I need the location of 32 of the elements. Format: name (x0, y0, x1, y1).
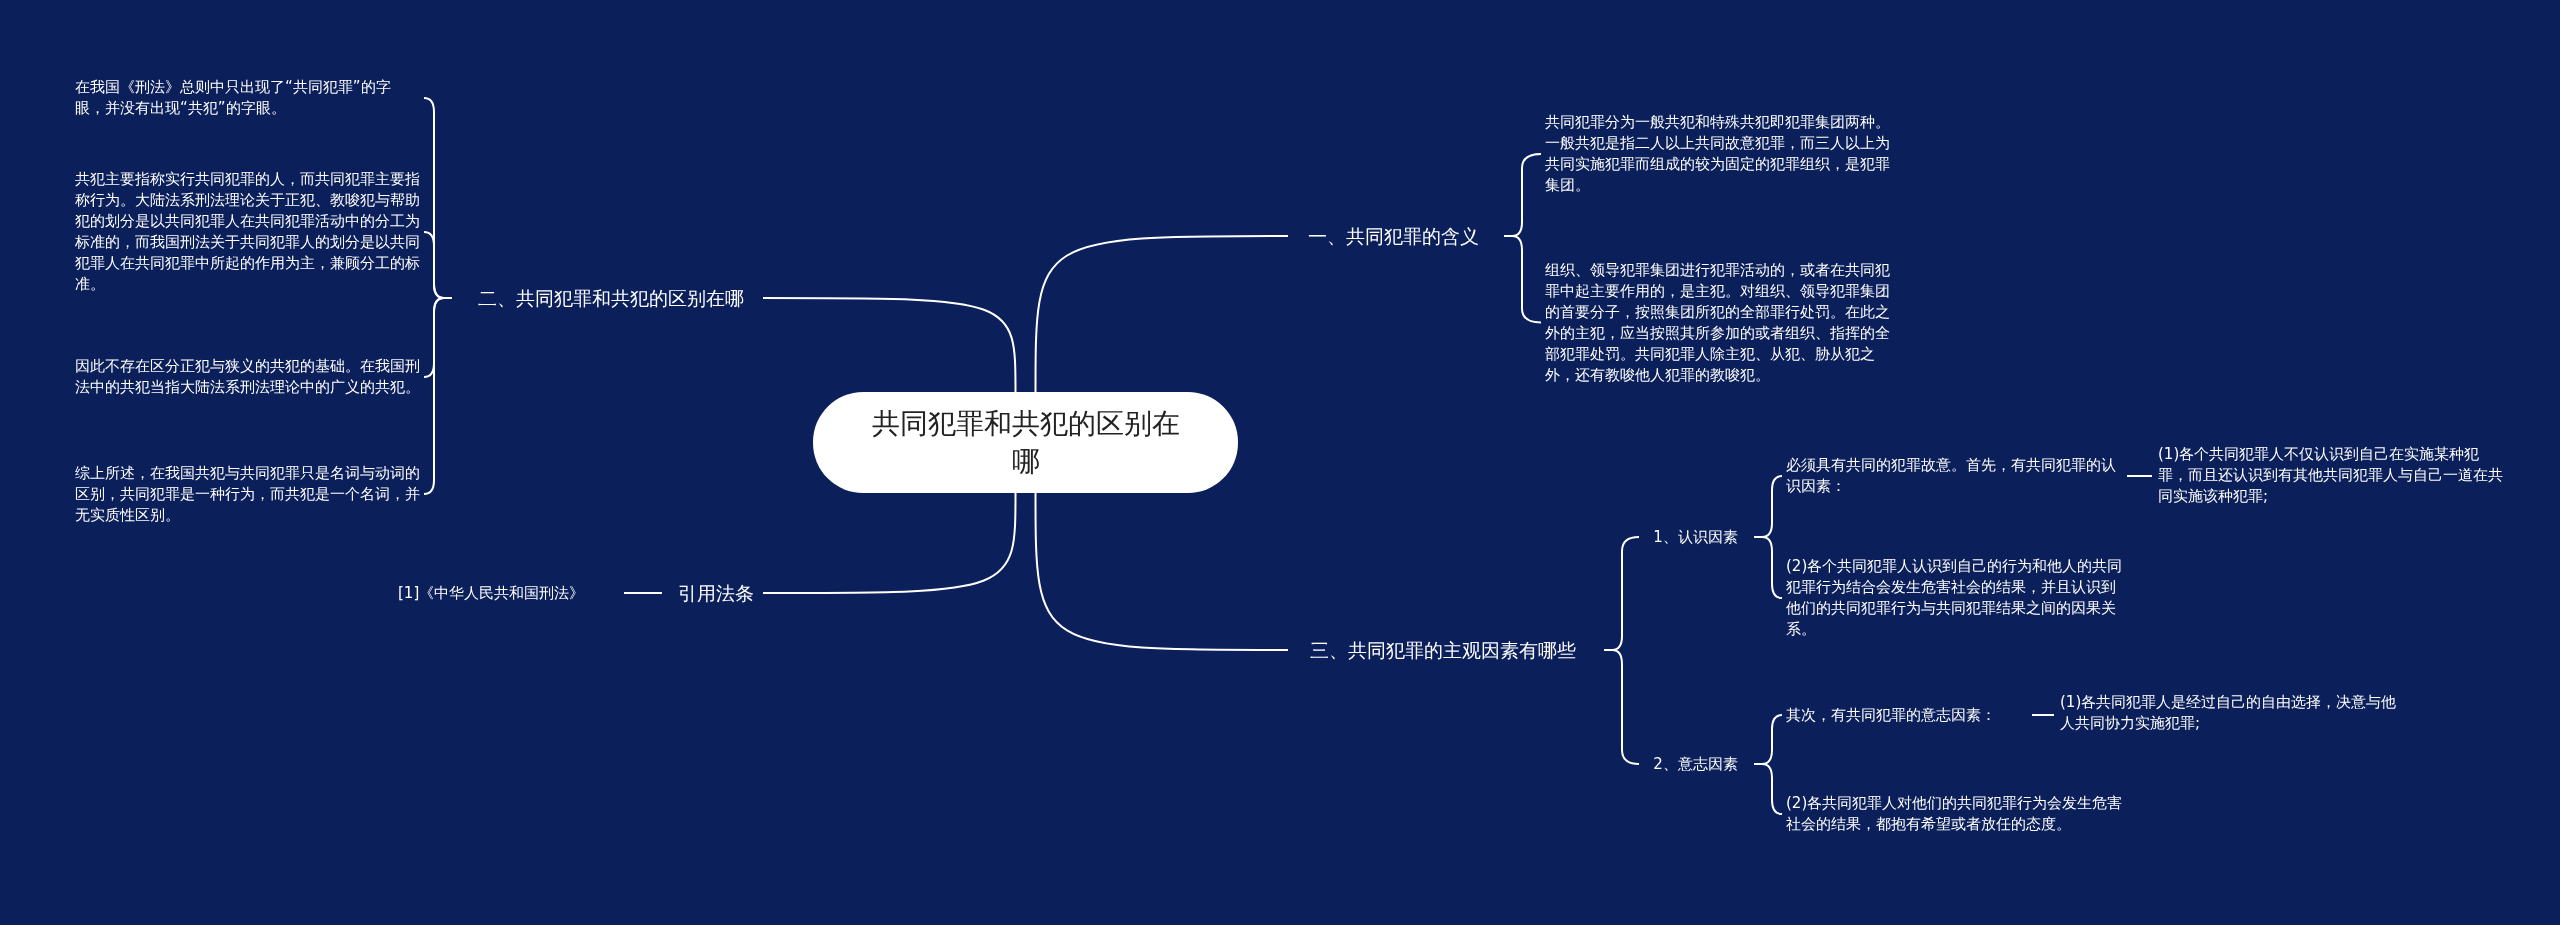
topic-note: 必须具有共同的犯罪故意。首先，有共同犯罪的认识因素： (1786, 452, 2121, 500)
connector-line (623, 592, 663, 594)
branch-topic: 一、共同犯罪的含义 (1288, 218, 1498, 254)
connector-line (1603, 649, 1640, 765)
connector-line (423, 297, 453, 495)
topic-note: (1)各共同犯罪人是经过自己的自由选择，决意与他人共同协力实施犯罪; (2060, 688, 2400, 738)
connector-line (1034, 235, 1289, 393)
connector-line (2126, 475, 2153, 477)
topic-note: 共犯主要指称实行共同犯罪的人，而共同犯罪主要指称行为。大陆法系刑法理论关于正犯、教唆犯与帮助犯的划分是以共同犯罪人在共同犯罪活动中的分工为标准的，而我国刑法关于共同犯罪人的划分是以共同犯罪人在共同犯罪中所起的作用为主，兼顾分工的标准。 (75, 166, 420, 298)
connector-line (1753, 536, 1783, 599)
branch-topic: 引用法条 (668, 575, 763, 611)
topic-note: 共同犯罪分为一般共犯和特殊共犯即犯罪集团两种。一般共犯是指二人以上共同故意犯罪，而三人以上为共同实施犯罪而组成的较为固定的犯罪组织，是犯罪集团。 (1545, 108, 1890, 200)
connector-line (762, 492, 1017, 594)
topic-note: (1)各个共同犯罪人不仅认识到自己在实施某种犯罪，而且还认识到有其他共同犯罪人与自己一道在共同实施该种犯罪; (2158, 440, 2503, 510)
connector-line (1503, 235, 1542, 324)
topic-note: 组织、领导犯罪集团进行犯罪活动的，或者在共同犯罪中起主要作用的，是主犯。对组织、领导犯罪集团的首要分子，按照集团所犯的全部罪行处罚。在此之外的主犯，应当按照其所参加的或者组织、指挥的全部犯罪处罚。共同犯罪人除主犯、从犯、胁从犯之外，还有教唆他人犯罪的教唆犯。 (1545, 245, 1890, 400)
topic-note: [1]《中华人民共和国刑法》 (398, 579, 618, 607)
branch-topic: 三、共同犯罪的主观因素有哪些 (1288, 632, 1598, 668)
topic-note: 在我国《刑法》总则中只出现了“共同犯罪”的字眼，并没有出现“共犯”的字眼。 (75, 75, 420, 121)
connector-line (762, 297, 1017, 393)
subtopic: 2、意志因素 (1643, 749, 1748, 779)
topic-note: 因此不存在区分正犯与狭义的共犯的基础。在我国刑法中的共犯当指大陆法系刑法理论中的广义的共犯。 (75, 343, 420, 411)
connector-line (1034, 492, 1289, 651)
connector-line (2031, 714, 2055, 716)
central-topic: 共同犯罪和共犯的区别在哪 (813, 392, 1238, 493)
subtopic: 1、认识因素 (1643, 522, 1748, 552)
topic-note: (2)各个共同犯罪人认识到自己的行为和他人的共同犯罪行为结合会发生危害社会的结果，并且认识到他们的共同犯罪行为与共同犯罪结果之间的因果关系。 (1786, 552, 2126, 644)
branch-topic: 二、共同犯罪和共犯的区别在哪 (458, 280, 763, 316)
topic-note: (2)各共同犯罪人对他们的共同犯罪行为会发生危害社会的结果，都抱有希望或者放任的态度。 (1786, 778, 2126, 850)
topic-note: 综上所述，在我国共犯与共同犯罪只是名词与动词的区别，共同犯罪是一种行为，而共犯是一个名词，并无实质性区别。 (75, 460, 420, 528)
connector-line (1753, 763, 1783, 815)
topic-note: 其次，有共同犯罪的意志因素： (1786, 700, 2026, 730)
